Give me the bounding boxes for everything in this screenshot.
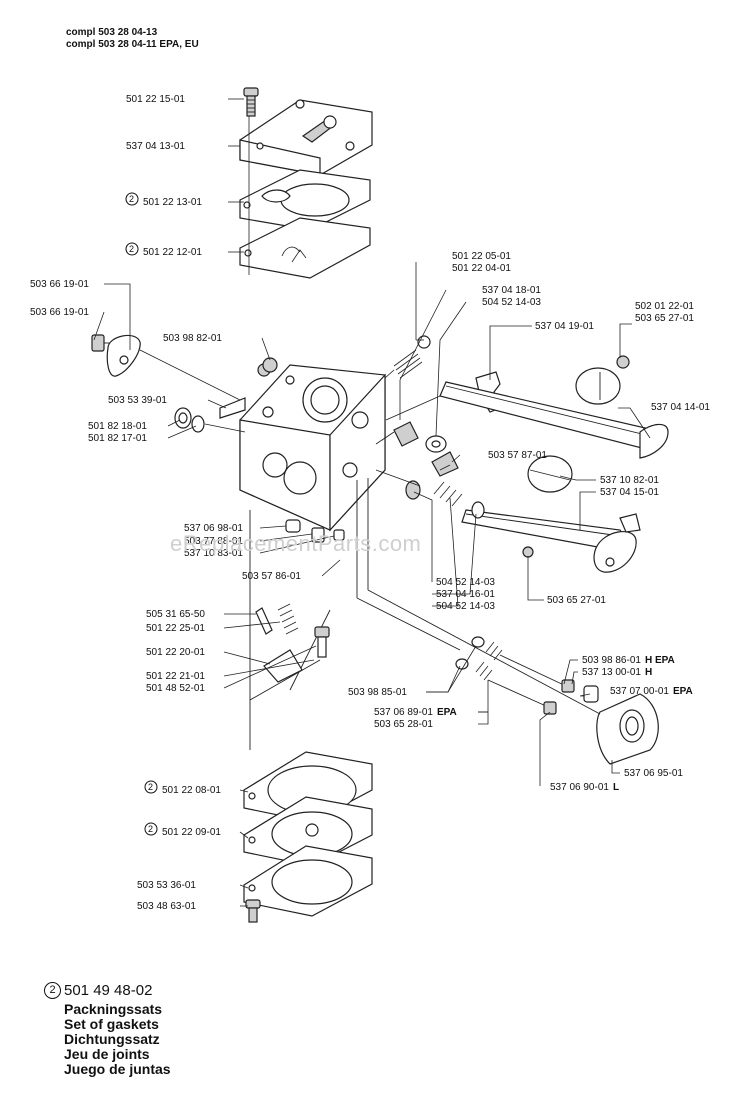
part-label: 503 65 27-01	[547, 595, 606, 606]
part-label: 537 04 13-01	[126, 141, 185, 152]
part-labels: 501 22 15-01 537 04 13-01 2 501 22 13-01…	[30, 94, 710, 912]
part-label: 537 04 14-01	[651, 402, 710, 413]
part-label: 537 04 18-01	[482, 285, 541, 296]
part-label: 503 57 87-01	[488, 450, 547, 461]
circled-callout: 2	[125, 242, 139, 256]
part-label: 537 06 98-01	[184, 523, 243, 534]
svg-text:2: 2	[129, 244, 134, 254]
part-label: 503 53 36-01	[137, 880, 196, 891]
check-valve-and-screens	[285, 519, 345, 543]
kit-name-english: Set of gaskets	[64, 1016, 159, 1032]
svg-text:2: 2	[148, 824, 153, 834]
kit-number-row: 2 501 49 48-02	[44, 982, 171, 999]
part-label: 537 10 82-01	[600, 475, 659, 486]
kit-callout-symbol: 2	[44, 982, 61, 999]
part-label: 501 22 20-01	[146, 647, 205, 658]
choke-shaft	[461, 509, 641, 573]
small-spring-and-needle	[262, 357, 278, 373]
pump-diaphragm	[239, 169, 371, 231]
part-label: 503 57 86-01	[242, 571, 301, 582]
part-label: 537 04 15-01	[600, 487, 659, 498]
part-label: 501 22 15-01	[126, 94, 185, 105]
part-label: 537 04 16-01	[436, 589, 495, 600]
kit-name-swedish: Packningssats	[64, 1001, 163, 1017]
pump-cover-assembly	[239, 87, 373, 279]
pump-cover	[239, 99, 373, 176]
choke-screw	[431, 451, 459, 477]
part-label: 504 52 14-03	[482, 297, 541, 308]
part-label: 501 22 13-01	[143, 197, 202, 208]
metering-cover	[243, 845, 373, 917]
part-label: 505 31 65-50	[146, 609, 205, 620]
circled-callout: 2	[125, 192, 139, 206]
part-label: 503 48 63-01	[137, 901, 196, 912]
part-label: 501 22 25-01	[146, 623, 205, 634]
jet-washers	[174, 407, 246, 433]
part-label: 503 66 19-01	[30, 279, 89, 290]
inlet-needle-and-spring	[255, 603, 299, 635]
choke-springs-and-balls	[405, 480, 534, 558]
throttle-plate	[575, 355, 630, 405]
part-label: 503 65 28-01	[374, 719, 433, 730]
part-label: 501 22 04-01	[452, 263, 511, 274]
part-label: 503 53 39-01	[108, 395, 167, 406]
part-label: 503 98 85-01	[348, 687, 407, 698]
idle-screw-spring	[393, 421, 447, 453]
control-lever-and-pin	[263, 609, 331, 691]
circled-callout: 2	[144, 822, 158, 836]
kit-name-french: Jeu de joints	[64, 1046, 150, 1062]
part-label: 501 22 08-01	[162, 785, 221, 796]
limiter-cap	[583, 685, 599, 703]
part-label: 537 06 95-01	[624, 768, 683, 779]
svg-text:2: 2	[129, 194, 134, 204]
throttle-shaft-upper	[439, 381, 669, 459]
assembly-number-line-2: compl 503 28 04-11 EPA, EU	[66, 39, 199, 50]
assembly-number-line-1: compl 503 28 04-13	[66, 27, 158, 38]
adjust-needles	[455, 636, 575, 715]
part-label: 501 82 18-01	[88, 421, 147, 432]
intake-adapter	[596, 693, 659, 765]
metering-diaphragm	[243, 796, 373, 867]
part-label: 537 10 83-01	[184, 548, 243, 559]
label-leader-lines	[93, 98, 651, 907]
lever-screw-and-washer	[91, 334, 241, 401]
pump-gasket	[239, 217, 371, 279]
part-label: 501 22 21-01	[146, 671, 205, 682]
part-label: 501 82 17-01	[88, 433, 147, 444]
kit-number: 501 49 48-02	[64, 981, 153, 999]
part-label: 503 98 82-01	[163, 333, 222, 344]
assembly-axis-lines	[249, 395, 601, 750]
kit-name-spanish: Juego de juntas	[64, 1061, 171, 1077]
metering-cover-screw	[245, 899, 261, 923]
part-label: 503 77 88-01	[184, 536, 243, 547]
part-label: 504 52 14-03	[436, 577, 495, 588]
part-label: 501 48 52-01	[146, 683, 205, 694]
gasket-kit-legend: 2 501 49 48-02 Packningssats Set of gask…	[44, 982, 171, 1077]
svg-text:2: 2	[148, 782, 153, 792]
watermark-text: eReplacementParts.com	[170, 531, 422, 556]
part-label: 503 66 19-01	[30, 307, 89, 318]
needle-valve-spring	[384, 335, 431, 379]
part-label: 501 22 09-01	[162, 827, 221, 838]
part-label: 501 22 05-01	[452, 251, 511, 262]
part-label: 501 22 12-01	[143, 247, 202, 258]
part-label: 503 65 27-01	[635, 313, 694, 324]
part-label: 502 01 22-01	[635, 301, 694, 312]
circled-callout: 2	[144, 780, 158, 794]
cover-screw	[243, 87, 259, 117]
part-label: 504 52 14-03	[436, 601, 495, 612]
choke-plate	[527, 455, 573, 493]
part-label: 537 04 19-01	[535, 321, 594, 332]
kit-name-german: Dichtungssatz	[64, 1031, 160, 1047]
carburetor-body	[219, 363, 386, 532]
